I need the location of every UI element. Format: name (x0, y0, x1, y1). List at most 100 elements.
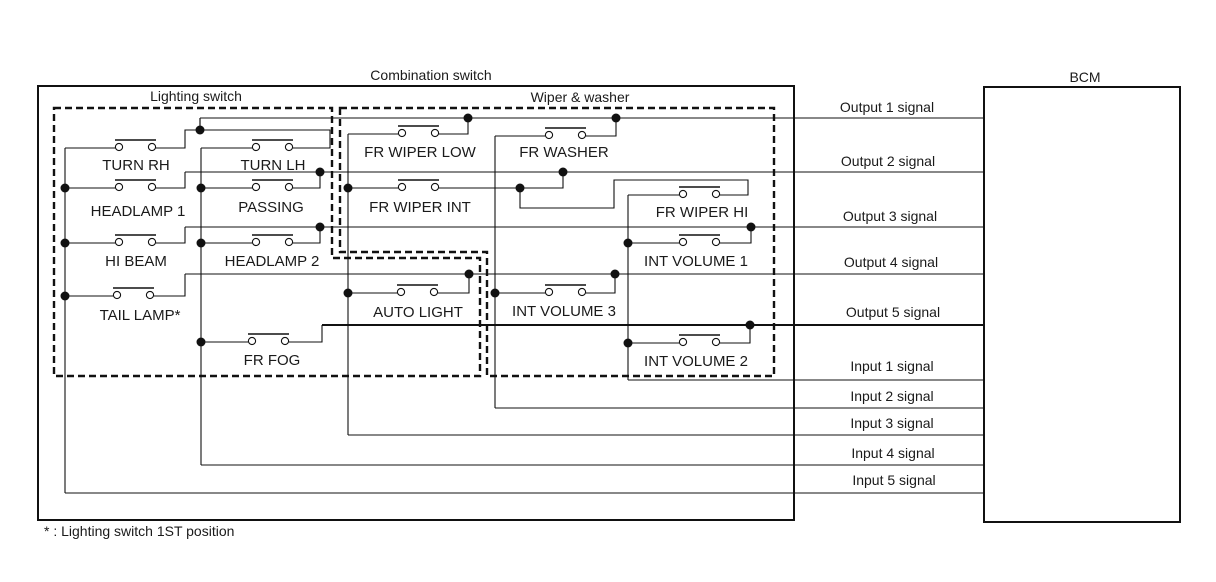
combination-switch-box (37, 85, 795, 521)
switch-contact-tail-lamp (112, 287, 155, 300)
signal-label: Output 1 signal (840, 99, 934, 115)
wiper-washer-label: Wiper & washer (531, 89, 630, 105)
switch-terminal (577, 287, 587, 297)
switch-terminal (544, 130, 554, 140)
junction-dot (746, 222, 756, 232)
switch-label-fr-wiper-hi: FR WIPER HI (656, 204, 749, 221)
signal-label: Output 4 signal (844, 254, 938, 270)
switch-label-fr-washer: FR WASHER (519, 144, 609, 161)
lighting-switch-group (52, 106, 482, 378)
switch-contact-headlamp-2 (251, 234, 294, 247)
switch-terminal (114, 182, 124, 192)
junction-dot (558, 167, 568, 177)
junction-dot (515, 183, 525, 193)
switch-label-fr-wiper-low: FR WIPER LOW (364, 144, 477, 161)
switch-contact-auto-light (396, 284, 439, 297)
junction-dot (611, 113, 621, 123)
lighting-switch-label: Lighting switch (150, 88, 242, 104)
switch-label-auto-light: AUTO LIGHT (373, 304, 463, 321)
switch-terminal (251, 182, 261, 192)
switch-label-int-volume-1: INT VOLUME 1 (644, 253, 748, 270)
junction-dot (195, 125, 205, 135)
signal-label: Output 5 signal (846, 304, 940, 320)
signal-label: Output 3 signal (843, 208, 937, 224)
switch-contact-fr-washer (544, 127, 587, 140)
switch-label-hi-beam: HI BEAM (105, 253, 167, 270)
junction-dot (315, 222, 325, 232)
switch-label-int-volume-3: INT VOLUME 3 (512, 303, 616, 320)
switch-contact-int-volume-2 (678, 334, 721, 347)
switch-contacts (112, 125, 721, 347)
switch-terminal (284, 237, 294, 247)
switch-terminal (711, 189, 721, 199)
junction-dot (196, 183, 206, 193)
switch-label-passing: PASSING (238, 199, 304, 216)
switch-contact-fr-fog (247, 333, 290, 346)
signal-label: Input 2 signal (850, 388, 933, 404)
switch-terminal (544, 287, 554, 297)
switch-contact-fr-wiper-int (397, 179, 440, 192)
switch-terminal (284, 182, 294, 192)
switch-labels: TURN RH TURN LH HEADLAMP 1 PASSING HI BE… (91, 144, 749, 370)
output-1-line (199, 117, 984, 130)
signal-label: Input 3 signal (850, 415, 933, 431)
signal-label: Input 5 signal (852, 472, 935, 488)
bcm-box (983, 86, 1181, 523)
signal-label: Input 4 signal (851, 445, 934, 461)
switch-terminal (429, 287, 439, 297)
switch-terminal (430, 128, 440, 138)
junction-dot (315, 167, 325, 177)
switch-terminal (678, 337, 688, 347)
switch-terminal (284, 142, 294, 152)
switch-label-headlamp-2: HEADLAMP 2 (225, 253, 320, 270)
junction-dot (60, 183, 70, 193)
switch-terminal (711, 337, 721, 347)
combination-switch-title: Combination switch (370, 67, 491, 83)
switch-terminal (114, 237, 124, 247)
wiper-washer-group (338, 106, 776, 378)
input-buses (64, 136, 629, 493)
signal-label: Output 2 signal (841, 153, 935, 169)
switch-terminal (678, 237, 688, 247)
junction-dot (745, 320, 755, 330)
junction-dot (60, 291, 70, 301)
switch-label-tail-lamp: TAIL LAMP* (100, 307, 181, 324)
switch-contact-hi-beam (114, 234, 157, 247)
switch-terminal (147, 237, 157, 247)
junctions (60, 113, 756, 348)
junction-dot (610, 269, 620, 279)
switch-contact-turn-rh (114, 139, 157, 152)
switch-terminal (114, 142, 124, 152)
junction-dot (343, 183, 353, 193)
junction-dot (490, 288, 500, 298)
junction-dot (196, 238, 206, 248)
junction-dot (464, 269, 474, 279)
junction-dot (463, 113, 473, 123)
switch-contact-headlamp-1 (114, 179, 157, 192)
switch-terminal (247, 336, 257, 346)
switch-label-turn-rh: TURN RH (102, 157, 170, 174)
switch-label-headlamp-1: HEADLAMP 1 (91, 203, 186, 220)
switch-terminal (280, 336, 290, 346)
switch-label-fr-fog: FR FOG (244, 352, 301, 369)
switch-contact-turn-lh (251, 139, 294, 152)
switch-contact-fr-wiper-hi (678, 186, 721, 199)
junction-dot (196, 337, 206, 347)
switch-terminal (711, 237, 721, 247)
switch-contact-fr-wiper-low (397, 125, 440, 138)
switch-terminal (430, 182, 440, 192)
switch-label-fr-wiper-int: FR WIPER INT (369, 199, 471, 216)
bcm-title: BCM (1069, 69, 1100, 85)
switch-wiring (65, 118, 752, 344)
switch-terminal (251, 142, 261, 152)
switch-contact-int-volume-3 (544, 284, 587, 297)
junction-dot (623, 238, 633, 248)
junction-dot (60, 238, 70, 248)
switch-terminal (397, 182, 407, 192)
signal-label: Input 1 signal (850, 358, 933, 374)
switch-terminal (145, 290, 155, 300)
switch-terminal (678, 189, 688, 199)
switch-contact-passing (251, 179, 294, 192)
signal-labels: Output 1 signal Output 2 signal Output 3… (840, 99, 940, 488)
junction-dot (623, 338, 633, 348)
